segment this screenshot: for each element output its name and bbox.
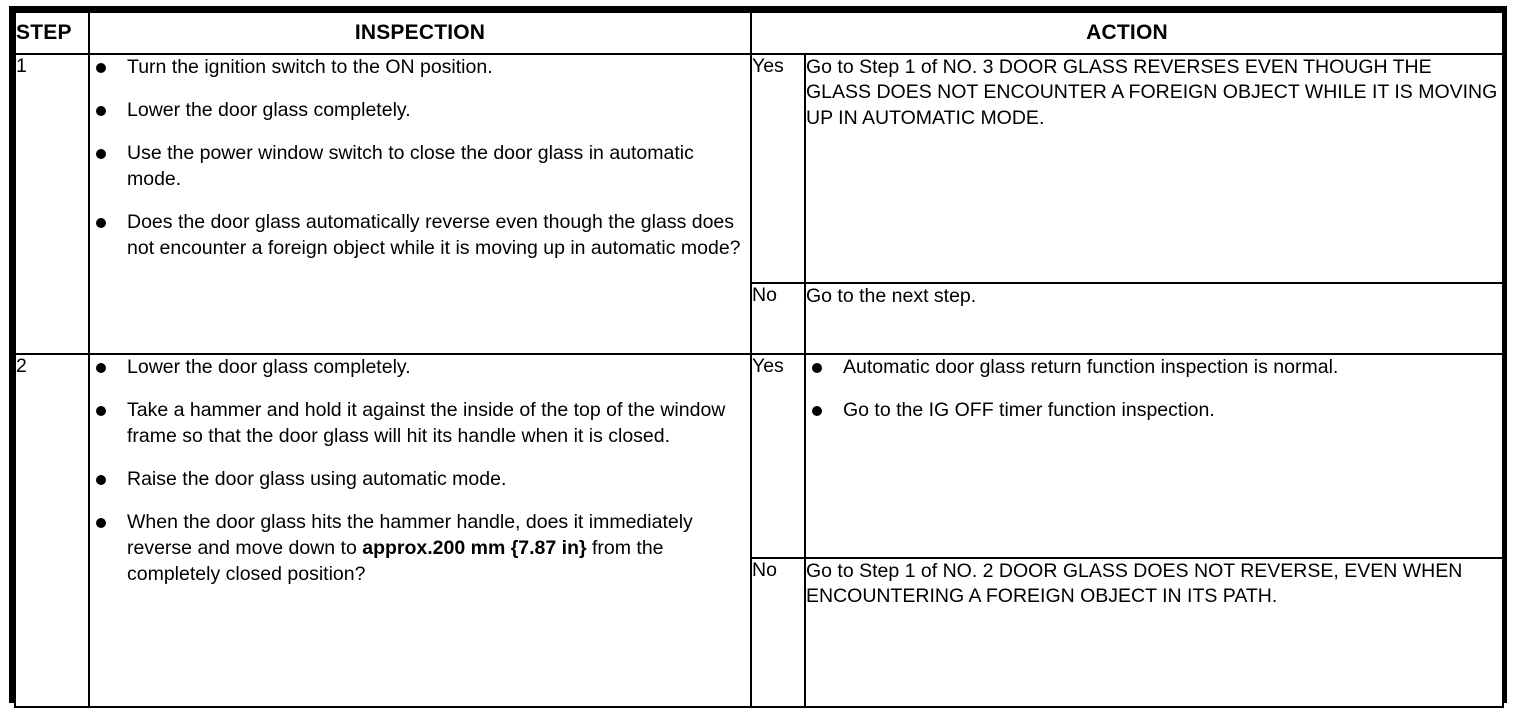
column-header-step: STEP xyxy=(14,11,90,55)
list-item: Take a hammer and hold it against the in… xyxy=(90,398,750,450)
action-cell-no-step-1: Go to the next step. xyxy=(803,282,1505,355)
inspection-bullet-list: Turn the ignition switch to the ON posit… xyxy=(90,55,750,262)
step-number-cell: 1 xyxy=(14,53,90,355)
list-item-text: Raise the door glass using automatic mod… xyxy=(127,467,507,490)
bullet-icon xyxy=(812,405,822,416)
action-bullet-list: Automatic door glass return function ins… xyxy=(806,355,1502,424)
bullet-icon xyxy=(96,405,106,416)
list-item-text: Lower the door glass completely. xyxy=(127,356,411,378)
column-header-action: ACTION xyxy=(749,11,1505,55)
list-item-text: Does the door glass automatically revers… xyxy=(127,210,741,259)
column-header-inspection: INSPECTION xyxy=(88,11,752,55)
table-header: STEP INSPECTION ACTION xyxy=(14,11,1505,55)
inspection-cell-step-2: Lower the door glass completely. Take a … xyxy=(88,353,752,708)
diagnostic-troubleshooting-table: STEP INSPECTION ACTION 1 Turn the igniti… xyxy=(14,11,1505,708)
list-item-text: Automatic door glass return function ins… xyxy=(843,356,1339,378)
list-item: Does the door glass automatically revers… xyxy=(90,210,750,262)
bullet-icon xyxy=(96,363,106,373)
result-label-no-step-1: No xyxy=(750,282,806,355)
list-item: Raise the door glass using automatic mod… xyxy=(90,467,750,493)
table-row: No Go to the next step. xyxy=(15,282,1505,355)
text-emphasis-measurement: approx.200 mm {7.87 in} xyxy=(362,536,587,559)
table-row: 1 Turn the ignition switch to the ON pos… xyxy=(14,53,1505,355)
list-item: Lower the door glass completely. xyxy=(90,98,750,124)
action-cell-yes-step-1: Go to Step 1 of NO. 3 DOOR GLASS REVERSE… xyxy=(803,53,1505,284)
list-item: Automatic door glass return function ins… xyxy=(806,355,1502,381)
diagnostic-table-frame: STEP INSPECTION ACTION 1 Turn the igniti… xyxy=(9,6,1507,708)
list-item: Use the power window switch to close the… xyxy=(90,141,750,193)
action-cell-no-step-2: Go to Step 1 of NO. 2 DOOR GLASS DOES NO… xyxy=(803,557,1505,708)
table-row: 2 Lower the door glass completely. Take … xyxy=(14,353,1505,708)
bullet-icon xyxy=(96,517,106,528)
step-number-cell: 2 xyxy=(14,353,90,708)
inspection-cell-step-1: Turn the ignition switch to the ON posit… xyxy=(88,53,752,355)
header-row: STEP INSPECTION ACTION xyxy=(14,11,1505,55)
list-item-text: Go to the IG OFF timer function inspecti… xyxy=(843,398,1215,421)
bullet-icon xyxy=(812,363,822,373)
table-row: No Go to Step 1 of NO. 2 DOOR GLASS DOES… xyxy=(15,557,1505,708)
list-item-text: Lower the door glass completely. xyxy=(127,98,411,121)
text-post: from the completely closed position? xyxy=(127,536,664,585)
action-text: Go to Step 1 of NO. 2 DOOR GLASS DOES NO… xyxy=(806,560,1463,608)
bullet-icon xyxy=(96,217,106,228)
bullet-icon xyxy=(96,63,106,73)
list-item-text-composite: When the door glass hits the hammer hand… xyxy=(127,511,693,585)
table-body: 1 Turn the ignition switch to the ON pos… xyxy=(14,53,1505,708)
inspection-bullet-list: Lower the door glass completely. Take a … xyxy=(90,355,750,587)
text-pre: When the door glass hits the hammer hand… xyxy=(127,510,693,559)
list-item: Go to the IG OFF timer function inspecti… xyxy=(806,398,1502,424)
list-item: When the door glass hits the hammer hand… xyxy=(90,510,750,588)
list-item-text: Use the power window switch to close the… xyxy=(127,141,694,190)
result-label-yes-step-2: Yes xyxy=(750,353,806,559)
list-item-text: Take a hammer and hold it against the in… xyxy=(127,398,726,447)
action-text: Go to the next step. xyxy=(806,285,977,307)
action-cell-yes-step-2: Automatic door glass return function ins… xyxy=(803,353,1505,559)
result-label-yes-step-1: Yes xyxy=(750,53,806,284)
result-label-no-step-2: No xyxy=(750,557,806,708)
action-text: Go to Step 1 of NO. 3 DOOR GLASS REVERSE… xyxy=(806,56,1498,129)
bullet-icon xyxy=(96,474,106,485)
list-item: Turn the ignition switch to the ON posit… xyxy=(90,55,750,81)
list-item-text: Turn the ignition switch to the ON posit… xyxy=(127,56,493,78)
bullet-icon xyxy=(96,105,106,116)
bullet-icon xyxy=(96,148,106,159)
list-item: Lower the door glass completely. xyxy=(90,355,750,381)
